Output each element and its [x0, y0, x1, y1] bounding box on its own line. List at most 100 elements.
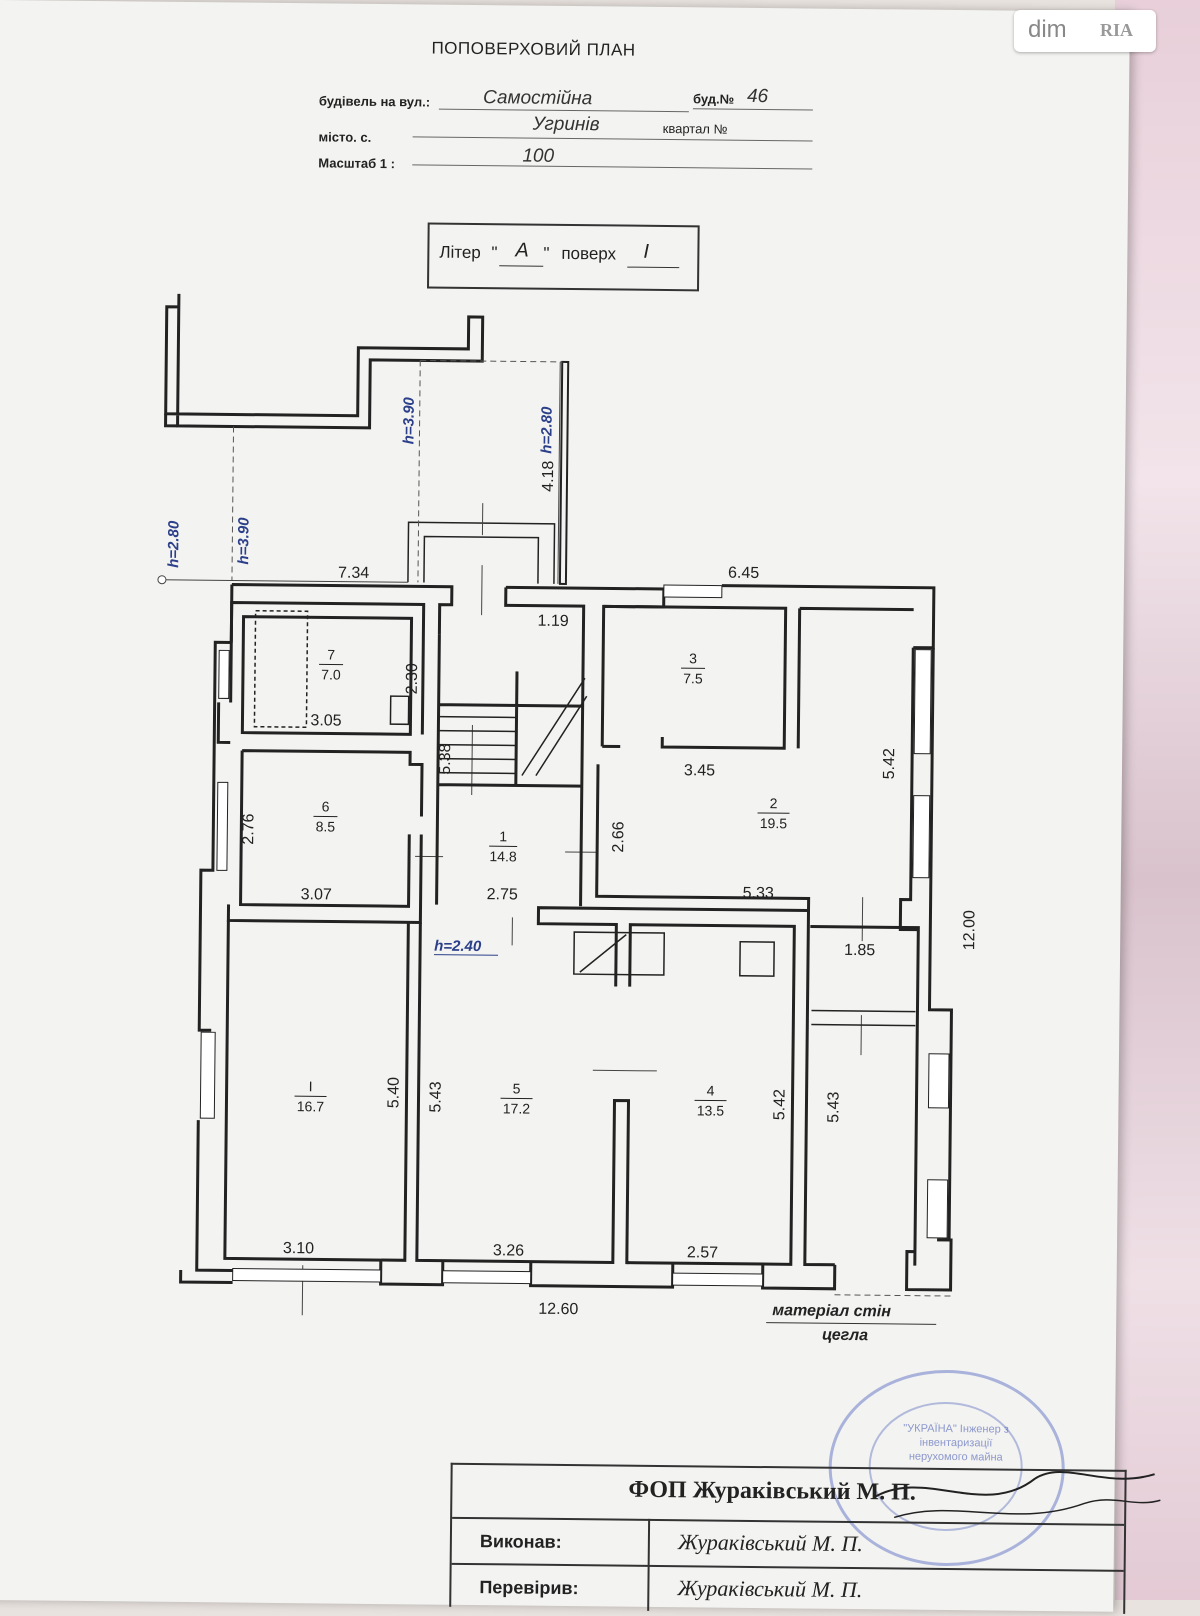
dim-645: 6.45: [728, 565, 759, 582]
room-4-bottom: [763, 1264, 835, 1289]
wall-material-label: матеріал стін: [772, 1302, 891, 1321]
dimria-watermark: dim RIA: [1014, 10, 1156, 52]
window-right-1: [914, 650, 931, 754]
stove-icon: [740, 942, 774, 976]
dim-185: 1.85: [844, 942, 875, 959]
room-2-number: 2: [770, 795, 778, 811]
room-4-number: 4: [707, 1082, 715, 1098]
wall-material-value: цегла: [822, 1327, 868, 1345]
window-right-4: [927, 1180, 948, 1238]
dim-326: 3.26: [493, 1242, 524, 1259]
room-6-number: 6: [322, 798, 330, 814]
sink-icon: [574, 932, 664, 975]
stair-diag-1: [522, 678, 585, 777]
title-block-row-divider-2: [452, 1563, 1124, 1572]
room-I-area: 16.7: [297, 1098, 325, 1114]
room-labels: 7 7.0 3 7.5 6 8.5 1 14.8 2 19.5 I 16.7 5…: [294, 646, 791, 1119]
dim-276: 2.76: [240, 813, 257, 844]
room-2-area: 19.5: [760, 815, 788, 831]
entrance-arrow-2: [482, 565, 483, 615]
room-5-number: 5: [513, 1080, 521, 1096]
room-3-number: 3: [689, 650, 697, 666]
stair-tread-2: [438, 731, 516, 732]
room-I-walls: [225, 920, 409, 1260]
window-top: [664, 585, 722, 598]
floor-plan-sheet: ПОПОВЕРХОВИЙ ПЛАН будівель на вул.: Само…: [0, 0, 1130, 1612]
upper-annex-wall-b: [166, 414, 178, 426]
height-280-right: h=2.80: [538, 406, 555, 454]
dim-310: 3.10: [283, 1240, 314, 1257]
outer-wall-top-left: [231, 584, 452, 644]
stair-diag-2: [536, 696, 587, 777]
corridor-step-2: [811, 1025, 915, 1026]
stair-tread-1: [439, 717, 517, 718]
room-1-area: 14.8: [489, 848, 517, 864]
bottom-dashed: [834, 1295, 950, 1296]
corridor-step-1: [811, 1011, 915, 1012]
window-left-1: [219, 650, 230, 698]
dim-275: 2.75: [487, 886, 518, 903]
dim-418: 4.18: [540, 460, 557, 491]
dim-305: 3.05: [310, 712, 341, 729]
dim-734: 7.34: [338, 565, 369, 582]
veranda-post: [560, 362, 568, 584]
room-6-area: 8.5: [316, 818, 336, 834]
checked-label: Перевірив:: [479, 1577, 578, 1599]
outer-wall-top-right: [721, 586, 934, 648]
room-I-number: I: [309, 1078, 313, 1094]
room-1-number: 1: [499, 828, 507, 844]
room-5-walls: [417, 906, 809, 1264]
annex-dashed-2: [418, 360, 420, 582]
sink-diag: [580, 934, 626, 972]
dim-540: 5.40: [385, 1077, 402, 1108]
annex-dashed-1: [232, 426, 234, 580]
room-5-bottom: [531, 1262, 673, 1287]
room-7-area: 7.0: [321, 666, 341, 682]
height-390-left: h=3.90: [235, 517, 252, 565]
window-bottom-3: [673, 1273, 763, 1286]
room-4-area: 13.5: [697, 1102, 725, 1118]
watermark-brand-2: RIA: [1100, 20, 1133, 41]
background-fabric: [1115, 0, 1200, 1600]
dim-543a: 5.43: [427, 1081, 444, 1112]
outer-wall-left: [197, 642, 240, 1270]
dim-538: 5.38: [437, 743, 454, 774]
outer-wall-top-mid: [503, 587, 664, 907]
dim-345: 3.45: [684, 762, 715, 779]
height-390-mid: h=3.90: [400, 396, 417, 444]
dim-1200: 12.00: [961, 910, 978, 950]
room-3-area: 7.5: [683, 670, 703, 686]
boiler-icon: [390, 696, 408, 724]
window-bottom-2: [443, 1271, 531, 1284]
dim-line-734: [162, 580, 408, 583]
signature-scribble: [864, 1457, 1165, 1540]
window-left-3: [200, 1032, 215, 1118]
room-5-area: 17.2: [503, 1100, 531, 1116]
executed-value: Жураківський М. П.: [678, 1529, 863, 1557]
window-right-2: [913, 796, 930, 878]
checked-value: Жураківський М. П.: [677, 1575, 862, 1603]
hall-wall-mid: [228, 832, 421, 922]
dim-542b: 5.42: [771, 1089, 788, 1120]
window-left-2: [217, 782, 228, 870]
room-7-number: 7: [327, 646, 335, 662]
window-bottom-1: [233, 1269, 381, 1283]
entrance-steps: [408, 522, 555, 584]
dim-533: 5.33: [743, 885, 774, 902]
dim-543b: 5.43: [825, 1091, 842, 1122]
executed-label: Виконав:: [480, 1531, 562, 1553]
dim-542a: 5.42: [881, 748, 898, 779]
dim-257: 2.57: [687, 1244, 718, 1261]
door-tick-3: [593, 1070, 657, 1071]
bathtub-icon: [254, 611, 307, 728]
dim-307: 3.07: [301, 886, 332, 903]
window-right-3: [928, 1054, 949, 1108]
room2-walls: [597, 606, 914, 911]
dim-origin-dot: [158, 576, 166, 584]
dim-1260: 12.60: [538, 1301, 578, 1318]
watermark-brand: dim: [1028, 16, 1067, 44]
stair-hall-walls: [437, 635, 584, 906]
dim-230: 2.30: [404, 663, 421, 694]
dim-266: 2.66: [610, 821, 627, 852]
height-240-underline: [434, 955, 498, 956]
